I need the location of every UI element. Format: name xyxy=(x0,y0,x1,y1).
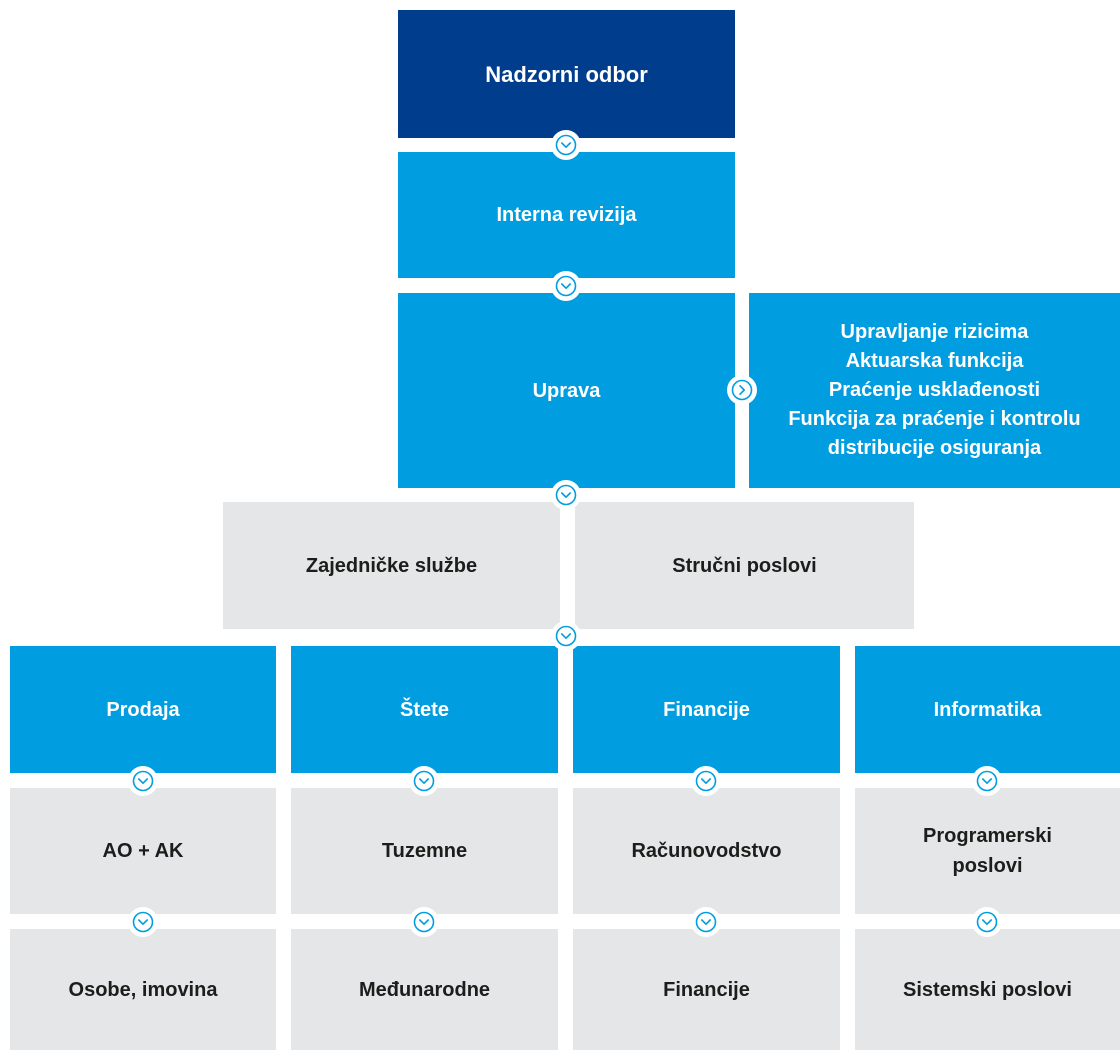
unit-box: Programerski poslovi xyxy=(855,788,1120,914)
unit-box: AO + AK xyxy=(10,788,276,914)
unit-box: Tuzemne xyxy=(291,788,558,914)
unit-box: Sistemski poslovi xyxy=(855,929,1120,1050)
chevron-down-circle-icon xyxy=(128,907,158,937)
audit-box: Interna revizija xyxy=(398,152,735,278)
chevron-down-circle-icon xyxy=(551,130,581,160)
shared-services-label: Zajedničke službe xyxy=(305,554,478,577)
unit-box: Međunarodne xyxy=(291,929,558,1050)
chevron-down-circle-icon xyxy=(972,766,1002,796)
unit-label: Tuzemne xyxy=(381,840,468,862)
shared-services-box: Zajedničke službe xyxy=(223,502,560,629)
unit-label: Osobe, imovina xyxy=(68,978,218,1001)
chevron-down-circle-icon xyxy=(128,766,158,796)
chevron-down-circle-icon xyxy=(551,271,581,301)
department-box: Informatika xyxy=(855,646,1120,773)
department-box: Financije xyxy=(573,646,840,773)
unit-label: Financije xyxy=(663,978,750,1001)
board-label: Nadzorni odbor xyxy=(485,61,648,87)
chevron-down-circle-icon xyxy=(972,907,1002,937)
department-box: Prodaja xyxy=(10,646,276,773)
audit-label: Interna revizija xyxy=(496,204,637,226)
unit-label: Međunarodne xyxy=(358,978,491,1001)
professional-affairs-label: Stručni poslovi xyxy=(672,554,817,577)
unit-label: AO + AK xyxy=(102,840,184,862)
chevron-down-circle-icon xyxy=(409,766,439,796)
department-label: Informatika xyxy=(933,698,1042,721)
chevron-down-circle-icon xyxy=(551,480,581,510)
professional-affairs-box: Stručni poslovi xyxy=(575,502,914,629)
department-label: Financije xyxy=(663,698,750,721)
management-label: Uprava xyxy=(532,379,601,402)
department-label: Prodaja xyxy=(106,698,180,721)
chevron-down-circle-icon xyxy=(409,907,439,937)
chevron-down-circle-icon xyxy=(691,766,721,796)
management-box: Uprava xyxy=(398,293,735,488)
unit-box: Računovodstvo xyxy=(573,788,840,914)
unit-box: Osobe, imovina xyxy=(10,929,276,1050)
chevron-right-circle-icon xyxy=(727,375,757,405)
chevron-down-circle-icon xyxy=(551,621,581,651)
board-box: Nadzorni odbor xyxy=(398,10,735,138)
control-functions-box: Upravljanje rizicima Aktuarska funkcija … xyxy=(749,293,1120,488)
control-functions-label: Upravljanje rizicima Aktuarska funkcija … xyxy=(788,321,1081,459)
chevron-down-circle-icon xyxy=(691,907,721,937)
unit-label: Programerski poslovi xyxy=(923,825,1052,877)
department-box: Štete xyxy=(291,646,558,773)
unit-box: Financije xyxy=(573,929,840,1050)
unit-label: Sistemski poslovi xyxy=(903,978,1072,1001)
unit-label: Računovodstvo xyxy=(631,840,782,862)
department-label: Štete xyxy=(400,698,449,721)
